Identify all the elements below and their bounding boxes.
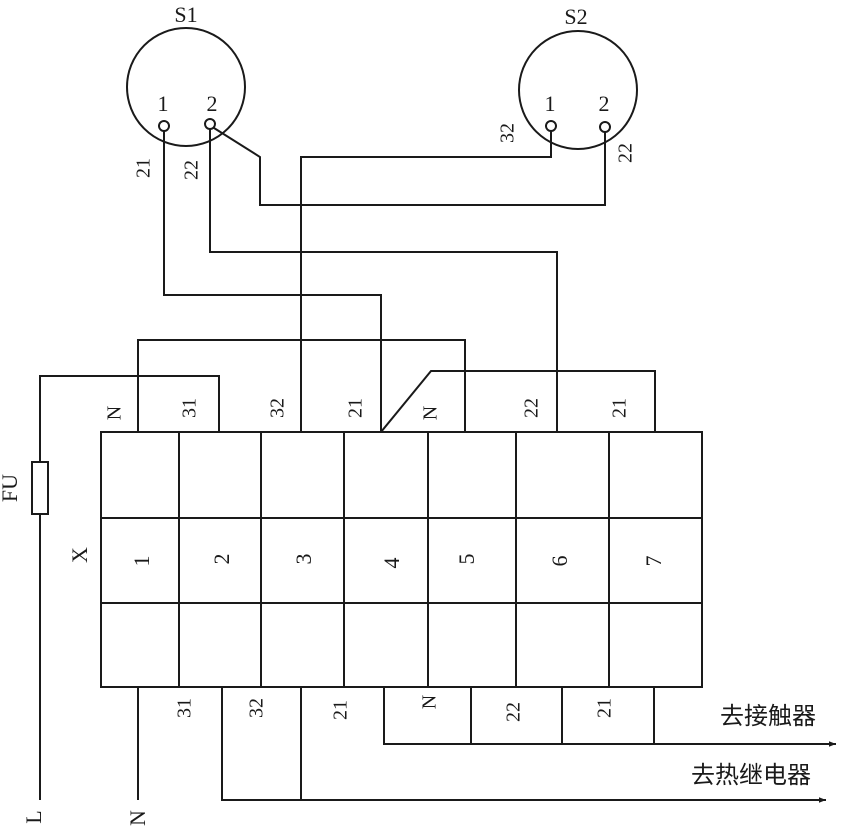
- top-wire-label: 21: [345, 398, 367, 418]
- bottom-wire-label: 21: [594, 698, 616, 718]
- fuse: FU: [0, 461, 49, 515]
- bottom-wire-label: 22: [503, 702, 525, 722]
- wire-s2-pin1-to-terminal-3: [300, 131, 552, 432]
- switch-wiring: [39, 127, 656, 800]
- terminal-number: 3: [291, 554, 316, 565]
- wire-s1-pin1-to-terminal-4: [163, 131, 382, 432]
- supply-line-label: L: [21, 810, 46, 823]
- switch-s1-terminal-1: [158, 120, 170, 132]
- terminal-number: 2: [209, 554, 234, 565]
- fuse-label: FU: [0, 474, 22, 502]
- s2-wire-label-22: 22: [615, 143, 637, 163]
- terminal-number: 4: [379, 558, 404, 569]
- wire-s1-pin2-to-terminal-6: [209, 129, 558, 432]
- switch-s2-terminal-2: [599, 121, 611, 133]
- bottom-wire-label: 32: [246, 698, 268, 718]
- bottom-wire-label: N: [419, 695, 441, 709]
- wire-to-contactor: [383, 687, 836, 747]
- bottom-wire-label: 21: [330, 700, 352, 720]
- wire-neutral-jumper-1-5: [137, 339, 466, 432]
- wire-s1-pin2-to-s2-pin2: [213, 127, 606, 206]
- switch-s2: S2 1 2 32 22: [497, 4, 638, 163]
- bottom-wiring: [137, 687, 836, 803]
- top-wire-labels: N 31 32 21 N 22 21: [104, 398, 631, 420]
- switch-s1-terminal-2: [204, 118, 216, 130]
- wire-to-thermal-relay: [221, 687, 826, 803]
- switch-s1-body: [126, 27, 246, 147]
- wire-terminal-2-to-fuse: [39, 375, 220, 462]
- wire-jumper-4-7: [380, 370, 656, 433]
- terminal-number: 7: [641, 556, 666, 567]
- switch-s1-label: S1: [174, 2, 197, 27]
- terminal-block-label: X: [67, 547, 92, 563]
- terminal-number: 1: [129, 556, 154, 567]
- switch-s2-label: S2: [564, 4, 587, 29]
- switch-s2-terminal-1: [545, 120, 557, 132]
- terminal-number: 6: [547, 556, 572, 567]
- bottom-wire-labels: 31 32 21 N 22 21: [174, 695, 616, 722]
- s1-wire-label-22: 22: [181, 160, 203, 180]
- top-wire-label: N: [104, 406, 126, 420]
- switch-s2-pin1-label: 1: [545, 91, 556, 116]
- switch-s1: S1 1 2 21 22: [126, 2, 246, 180]
- switch-s2-body: [518, 30, 638, 150]
- terminal-number: 5: [454, 554, 479, 565]
- switch-s2-pin2-label: 2: [599, 91, 610, 116]
- switch-s1-pin1-label: 1: [158, 91, 169, 116]
- top-wire-label: N: [420, 406, 442, 420]
- switch-s1-pin2-label: 2: [207, 91, 218, 116]
- contactor-output-label: 去接触器: [720, 702, 816, 730]
- top-wire-label: 32: [267, 398, 289, 418]
- s2-wire-label-32: 32: [497, 123, 519, 143]
- top-wire-label: 21: [609, 398, 631, 418]
- fuse-body: [31, 461, 49, 515]
- top-wire-label: 22: [521, 398, 543, 418]
- bottom-wire-label: 31: [174, 698, 196, 718]
- thermal-relay-output-label: 去热继电器: [691, 761, 811, 789]
- supply-neutral-label: N: [125, 810, 150, 826]
- terminal-block: X 1 2 3 4 5 6 7: [67, 431, 703, 688]
- top-wire-label: 31: [179, 398, 201, 418]
- terminal-block-outline: [100, 431, 703, 688]
- s1-wire-label-21: 21: [133, 158, 155, 178]
